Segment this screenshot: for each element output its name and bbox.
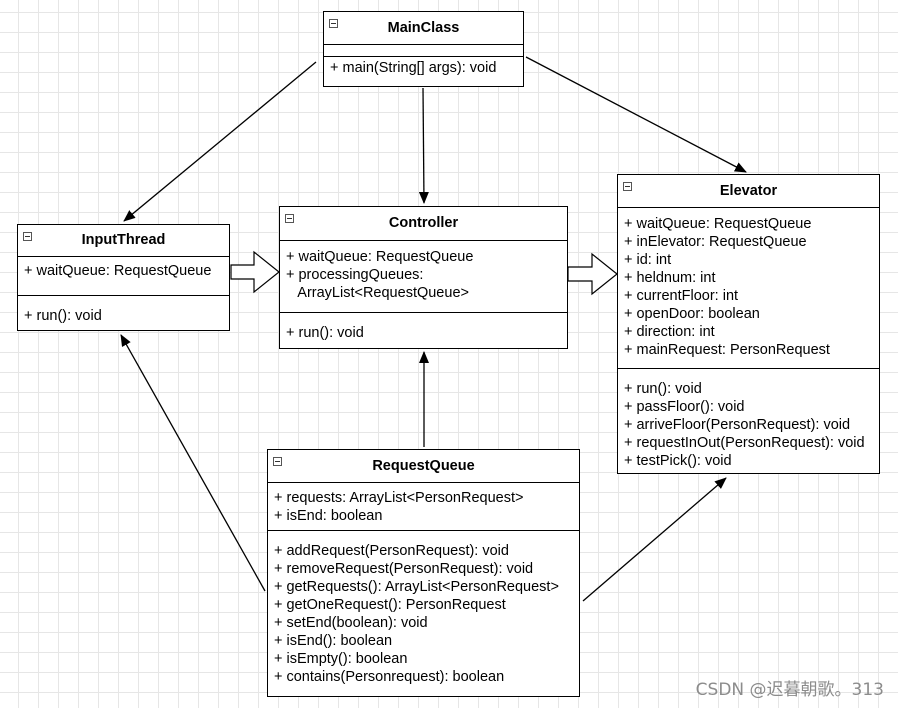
block-arrow-controller-to-elevator [567, 252, 618, 296]
class-header: Elevator [618, 175, 879, 207]
arrow-requestqueue-to-inputthread [120, 334, 266, 592]
method-row: + run(): void [286, 325, 364, 341]
attribute-row: + waitQueue: RequestQueue [24, 263, 212, 279]
class-name: InputThread [81, 232, 166, 248]
methods-section: + main(String[] args): void [324, 56, 523, 77]
arrow-main-to-inputthread [123, 61, 317, 222]
method-row: + run(): void [24, 308, 102, 324]
methods-section: + run(): void + passFloor(): void + arri… [618, 368, 879, 470]
attribute-row: + processingQueues: [286, 267, 424, 283]
method-row: + setEnd(boolean): void [274, 615, 428, 631]
class-name: MainClass [387, 20, 460, 36]
attribute-row: + inElevator: RequestQueue [624, 234, 807, 250]
method-row: + passFloor(): void [624, 399, 745, 415]
attribute-row: + waitQueue: RequestQueue [286, 249, 474, 265]
attribute-row: ArrayList<RequestQueue> [286, 285, 469, 301]
method-row: + requestInOut(PersonRequest): void [624, 435, 865, 451]
class-inputthread[interactable]: InputThread + waitQueue: RequestQueue + … [17, 224, 230, 331]
method-row: + getRequests(): ArrayList<PersonRequest… [274, 579, 559, 595]
methods-section: + run(): void [280, 312, 567, 342]
class-header: Controller [280, 207, 567, 240]
attributes-section: + waitQueue: RequestQueue [18, 256, 229, 295]
method-row: + testPick(): void [624, 453, 732, 469]
methods-section: + addRequest(PersonRequest): void + remo… [268, 530, 579, 686]
method-row: + removeRequest(PersonRequest): void [274, 561, 534, 577]
class-header: MainClass [324, 12, 523, 44]
class-name: Elevator [719, 183, 778, 199]
attributes-section: + requests: ArrayList<PersonRequest> + i… [268, 482, 579, 530]
class-header: InputThread [18, 225, 229, 256]
method-row: + addRequest(PersonRequest): void [274, 543, 509, 559]
class-mainclass[interactable]: MainClass + main(String[] args): void [323, 11, 524, 87]
methods-section: + run(): void [18, 295, 229, 325]
method-row: + arriveFloor(PersonRequest): void [624, 417, 851, 433]
watermark: CSDN @迟暮朝歌。313 [695, 680, 884, 700]
method-row: + getOneRequest(): PersonRequest [274, 597, 506, 613]
arrow-main-to-controller [418, 87, 429, 204]
class-elevator[interactable]: Elevator + waitQueue: RequestQueue + inE… [617, 174, 880, 474]
attribute-row: + openDoor: boolean [624, 306, 760, 322]
arrow-main-to-elevator [525, 56, 747, 173]
attribute-row: + id: int [624, 252, 672, 268]
attribute-row: + waitQueue: RequestQueue [624, 216, 812, 232]
arrow-requestqueue-to-elevator [582, 477, 727, 602]
collapse-icon[interactable] [329, 19, 338, 28]
attribute-row: + heldnum: int [624, 270, 716, 286]
collapse-icon[interactable] [23, 232, 32, 241]
attribute-row: + direction: int [624, 324, 715, 340]
collapse-icon[interactable] [623, 182, 632, 191]
collapse-icon[interactable] [285, 214, 294, 223]
block-arrow-inputthread-to-controller [230, 250, 280, 294]
method-row: + isEnd(): boolean [274, 633, 393, 649]
method-row: + contains(Personrequest): boolean [274, 669, 505, 685]
attributes-section: + waitQueue: RequestQueue + inElevator: … [618, 207, 879, 368]
method-row: + main(String[] args): void [330, 60, 497, 76]
attribute-row: + currentFloor: int [624, 288, 739, 304]
attribute-row: + isEnd: boolean [274, 508, 383, 524]
collapse-icon[interactable] [273, 457, 282, 466]
method-row: + isEmpty(): boolean [274, 651, 408, 667]
class-header: RequestQueue [268, 450, 579, 482]
attributes-section [324, 44, 523, 56]
class-controller[interactable]: Controller + waitQueue: RequestQueue + p… [279, 206, 568, 349]
attribute-row: + mainRequest: PersonRequest [624, 342, 830, 358]
class-name: RequestQueue [372, 458, 475, 474]
attribute-row: + requests: ArrayList<PersonRequest> [274, 490, 524, 506]
method-row: + run(): void [624, 381, 702, 397]
class-requestqueue[interactable]: RequestQueue + requests: ArrayList<Perso… [267, 449, 580, 697]
attributes-section: + waitQueue: RequestQueue + processingQu… [280, 240, 567, 312]
class-name: Controller [388, 215, 459, 231]
